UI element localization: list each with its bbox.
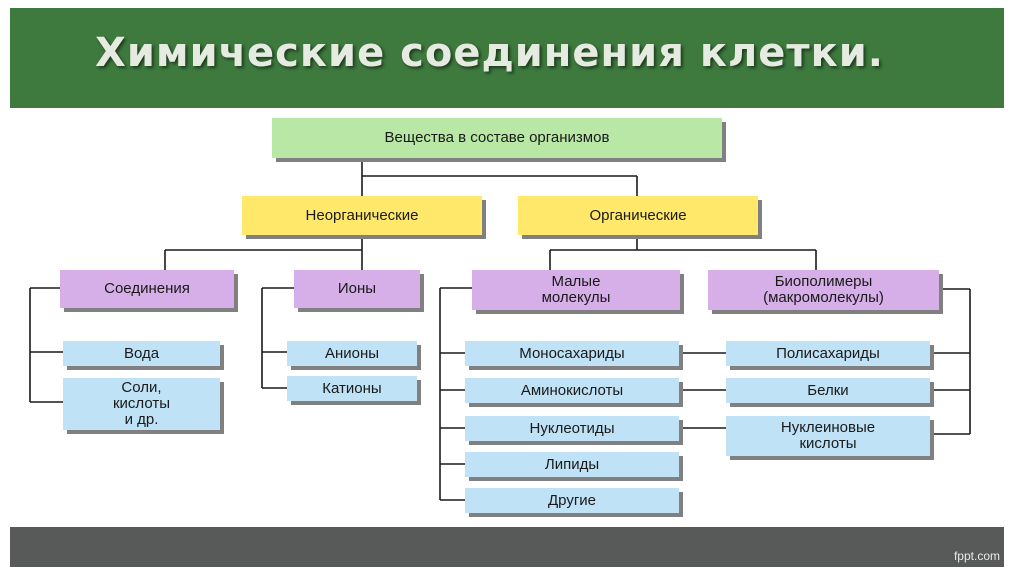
footer-bar: fppt.com — [10, 527, 1004, 567]
organic-node: Органические — [518, 196, 758, 235]
footer-brand: fppt.com — [953, 549, 1000, 563]
list-item: Катионы — [287, 376, 417, 401]
list-item: Вода — [63, 341, 220, 366]
small-molecules-label: Малые молекулы — [541, 273, 611, 306]
list-item: Белки — [726, 378, 930, 403]
inorganic-node: Неорганические — [242, 196, 482, 235]
compounds-node: Соединения — [60, 270, 234, 308]
root-node: Вещества в составе организмов — [272, 118, 722, 158]
root-label: Вещества в составе организмов — [384, 129, 610, 147]
list-item: Липиды — [465, 452, 679, 477]
ions-label: Ионы — [337, 280, 377, 298]
title-bar: Химические соединения клетки. — [10, 8, 1004, 108]
small-molecules-node: Малые молекулы — [472, 270, 680, 310]
list-item: Анионы — [287, 341, 417, 366]
ions-node: Ионы — [294, 270, 420, 308]
biopolymers-label: Биополимеры (макромолекулы) — [763, 273, 884, 306]
list-item: Полисахариды — [726, 341, 930, 366]
inorganic-label: Неорганические — [305, 206, 419, 224]
compounds-label: Соединения — [104, 280, 190, 298]
organic-label: Органические — [589, 206, 687, 224]
list-item: Аминокислоты — [465, 378, 679, 403]
list-item: Нуклеиновые кислоты — [726, 416, 930, 456]
list-item: Моносахариды — [465, 341, 679, 366]
list-item: Нуклеотиды — [465, 416, 679, 441]
biopolymers-node: Биополимеры (макромолекулы) — [708, 270, 939, 310]
page-title: Химические соединения клетки. — [95, 30, 884, 76]
list-item: Другие — [465, 488, 679, 513]
list-item: Соли, кислоты и др. — [63, 378, 220, 430]
